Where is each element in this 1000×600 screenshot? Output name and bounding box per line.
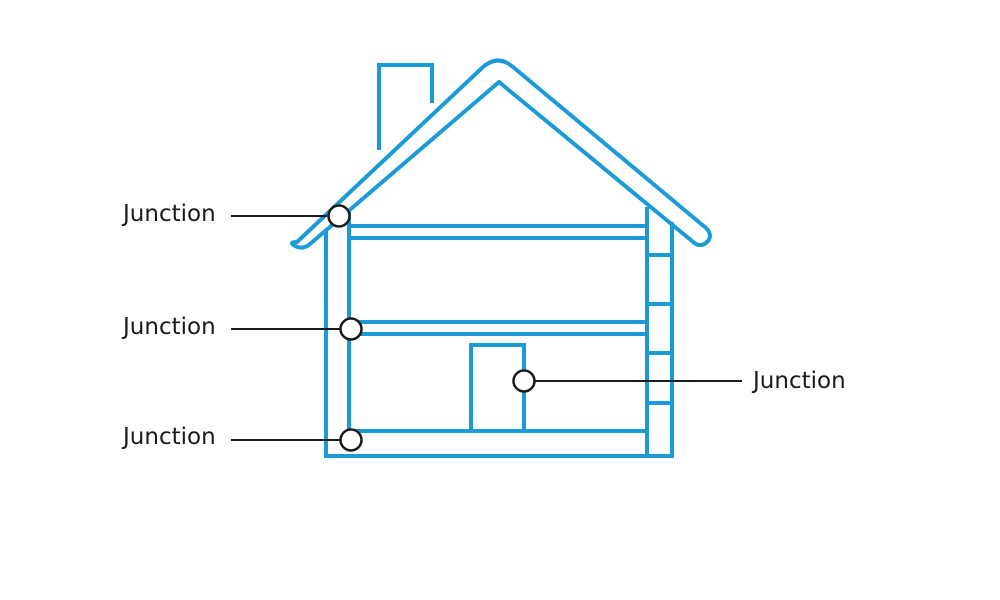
junction-label-ground: Junction (123, 424, 216, 450)
junction-marker-roof (327, 204, 351, 228)
roof-outer (290, 58, 712, 250)
walls (324, 222, 674, 458)
junction-label-door: Junction (753, 368, 846, 394)
house-outline (290, 58, 712, 458)
junction-marker-ground (339, 428, 363, 452)
junction-marker-floor (339, 317, 363, 341)
chimney (377, 63, 434, 150)
junction-label-floor: Junction (123, 314, 216, 340)
junction-marker-door (512, 369, 536, 393)
junction-label-roof: Junction (123, 201, 216, 227)
